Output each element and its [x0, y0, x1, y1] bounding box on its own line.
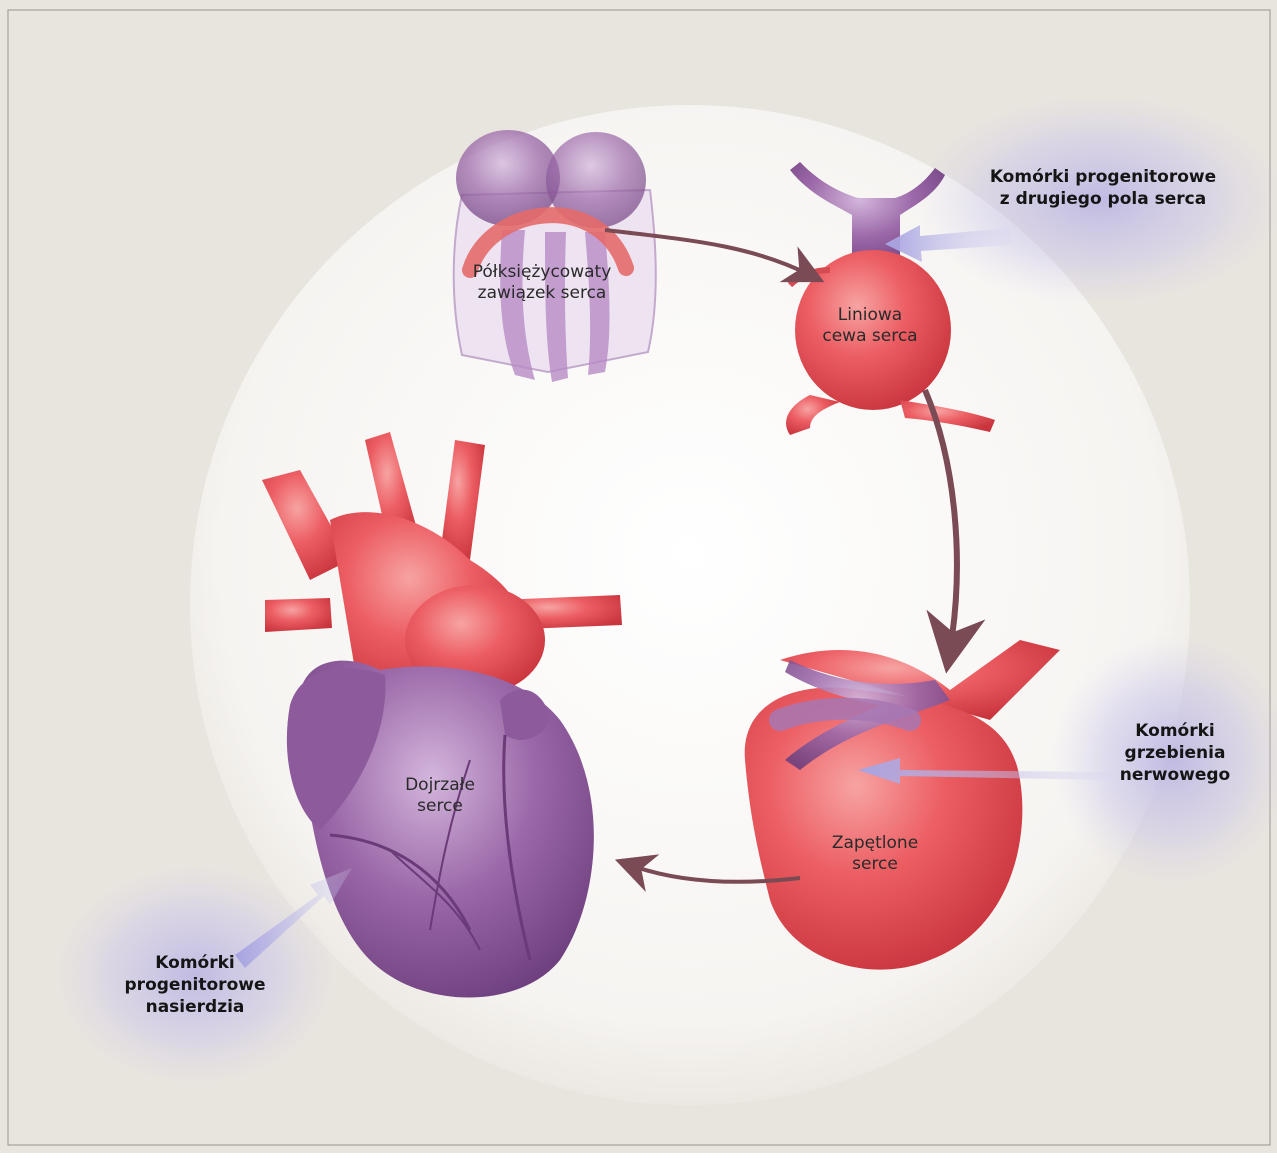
epicardial-label-text: Komórki progenitorowe nasierdzia	[125, 953, 266, 1017]
crescent-label: Półksiężycowaty zawiązek serca	[452, 262, 632, 304]
linear-tube-label: Liniowa cewa serca	[800, 305, 940, 347]
epicardial-label: Komórki progenitorowe nasierdzia	[110, 952, 280, 1018]
looped-heart-label-text: Zapętlone serce	[832, 833, 918, 874]
second-heart-field-label-text: Komórki progenitorowe z drugiego pola se…	[990, 167, 1216, 209]
neural-crest-label-text: Komórki grzebienia nerwowego	[1120, 721, 1230, 785]
cardiac-crescent-illustration	[454, 130, 656, 382]
neural-crest-label: Komórki grzebienia nerwowego	[1095, 720, 1255, 786]
mature-heart-label-text: Dojrzałe serce	[405, 775, 475, 816]
looped-heart-label: Zapętlone serce	[800, 833, 950, 875]
crescent-label-text: Półksiężycowaty zawiązek serca	[473, 262, 612, 303]
mature-heart-label: Dojrzałe serce	[365, 775, 515, 817]
second-heart-field-label: Komórki progenitorowe z drugiego pola se…	[968, 166, 1238, 210]
linear-tube-label-text: Liniowa cewa serca	[822, 305, 917, 346]
